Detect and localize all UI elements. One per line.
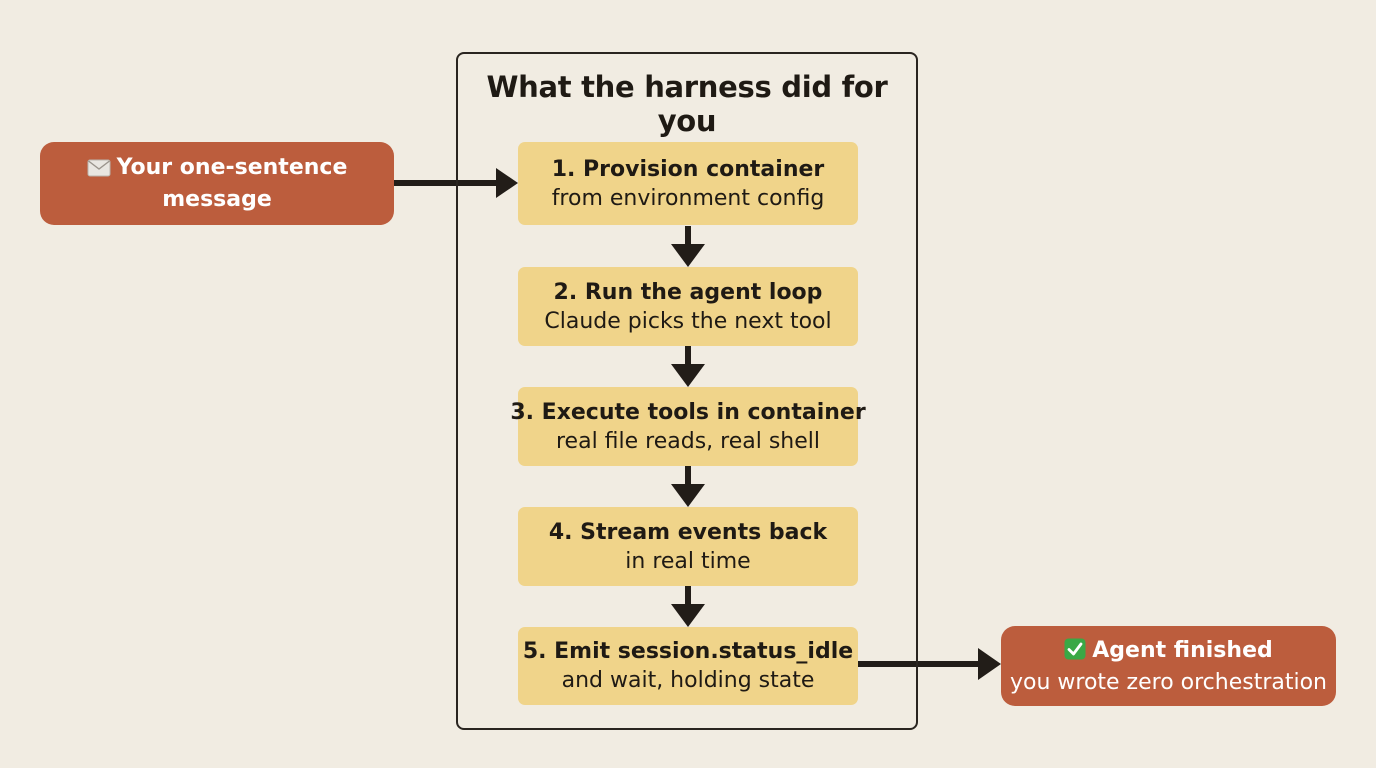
arrow-input-to-step-1: [394, 168, 518, 198]
frame-title: What the harness did for you: [486, 70, 888, 138]
arrow-step-4-to-step-5: [671, 586, 705, 627]
step-5-subtitle: and wait, holding state: [561, 668, 815, 693]
step-1-node: 1. Provision container from environment …: [518, 142, 858, 225]
step-3-subtitle: real file reads, real shell: [555, 428, 821, 454]
input-message-node: Your one-sentence message: [40, 142, 394, 225]
step-2-node: 2. Run the agent loop Claude picks the n…: [518, 267, 858, 346]
step-4-subtitle: in real time: [625, 548, 751, 574]
harness-frame: [456, 52, 918, 730]
output-subtitle: you wrote zero orchestration: [1009, 669, 1328, 695]
step-4-node: 4. Stream events back in real time: [518, 507, 858, 586]
step-3-title: 3. Execute tools in container: [510, 399, 866, 425]
step-2-subtitle: Claude picks the next tool: [544, 308, 832, 334]
arrow-step-2-to-step-3: [671, 346, 705, 387]
check-mark-icon: [1064, 638, 1086, 668]
step-5-title: 5. Emit session.status_idle: [522, 639, 854, 664]
step-2-title: 2. Run the agent loop: [553, 279, 823, 305]
input-line-1: Your one-sentence: [116, 155, 348, 180]
step-4-title: 4. Stream events back: [548, 519, 828, 545]
output-finished-node: Agent finished you wrote zero orchestrat…: [1001, 626, 1336, 706]
arrow-step-3-to-step-4: [671, 466, 705, 507]
input-line-2: message: [162, 187, 272, 212]
step-5-node: 5. Emit session.status_idle and wait, ho…: [518, 627, 858, 705]
output-title: Agent finished: [1092, 637, 1273, 663]
step-3-node: 3. Execute tools in container real file …: [510, 387, 866, 466]
arrow-step-5-to-output: [858, 648, 1001, 680]
step-1-subtitle: from environment config: [551, 185, 825, 211]
arrow-step-1-to-step-2: [671, 226, 705, 267]
envelope-icon: [87, 156, 111, 185]
step-1-title: 1. Provision container: [551, 156, 825, 182]
